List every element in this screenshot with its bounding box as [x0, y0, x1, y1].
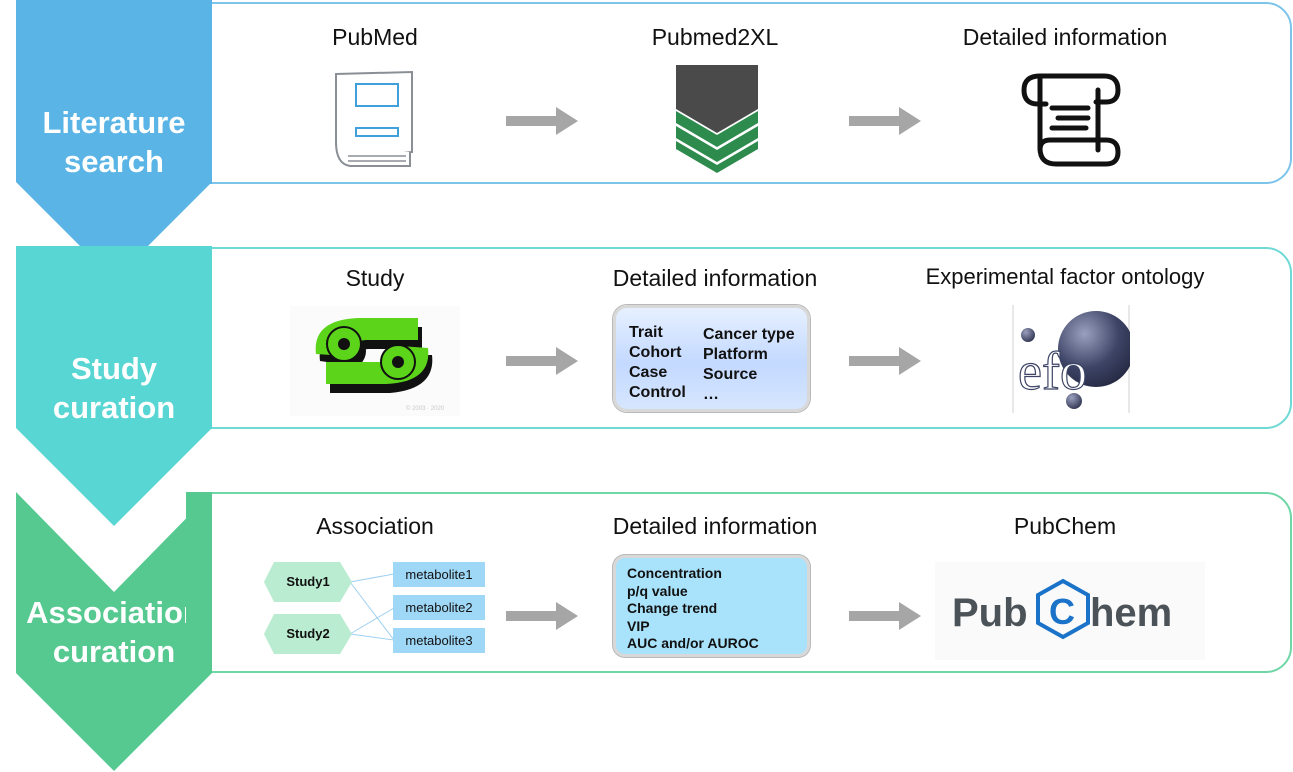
chevron-study-curation — [16, 246, 212, 526]
flow-arrow-icon — [506, 347, 578, 375]
flow-arrow-icon — [849, 347, 921, 375]
efo-logo: efo — [1012, 305, 1130, 413]
detail-item: Platform — [703, 346, 768, 363]
chevron-literature-search — [16, 0, 212, 280]
detail-item: Trait — [629, 324, 663, 341]
stage-label-line2: curation — [52, 390, 176, 425]
stage-label-line1: Literature — [42, 105, 186, 140]
metabolite2-box: metabolite2 — [393, 595, 485, 620]
step-title-pubmed2xl: Pubmed2XL — [651, 24, 779, 50]
association-diagram — [264, 562, 395, 654]
watermark-text: © 2003 · 2020 — [406, 405, 445, 412]
step-title-study: Study — [345, 265, 405, 291]
pubchem-logo: Pub C hem — [952, 578, 1172, 640]
step-title-pubchem: PubChem — [1013, 513, 1117, 539]
panel-edge-mask — [186, 2, 212, 184]
flow-arrow-icon — [506, 107, 578, 135]
detail-item: … — [703, 386, 719, 403]
pubmed2xl-icon — [676, 65, 758, 173]
detail-item: Change trend — [627, 600, 718, 616]
detail-item: Source — [703, 366, 758, 383]
detail-item: Control — [629, 384, 686, 401]
pubchem-logo-hem: hem — [1090, 591, 1172, 635]
step-title-experimental-factor-ontology: Experimental factor ontology — [925, 264, 1205, 289]
step-title-detailed-information: Detailed information — [962, 24, 1168, 50]
association-detail-list: Concentration p/q value Change trend VIP… — [627, 565, 759, 653]
study1-hexagon — [264, 562, 352, 602]
study2-label: Study2 — [286, 626, 330, 641]
stage-label-association-curation: Association curation — [14, 593, 214, 671]
detail-item: Cohort — [629, 344, 682, 361]
association-detail-box — [613, 555, 810, 657]
stage-label-line2: search — [64, 144, 164, 179]
stage-chevrons — [16, 0, 212, 771]
panel-edge-mask — [186, 247, 212, 429]
detail-item: Case — [629, 364, 668, 381]
pubchem-logo-c: C — [1049, 591, 1075, 632]
study-detail-box — [613, 305, 810, 412]
detail-item: AUC and/or AUROC — [627, 635, 759, 651]
stage-label-line1: Association — [26, 595, 202, 630]
flow-arrow-icon — [506, 602, 578, 630]
stage-label-study-curation: Study curation — [14, 349, 214, 427]
pubchem-logo-pub: Pub — [952, 591, 1028, 635]
study1-label: Study1 — [286, 574, 330, 589]
study2-hexagon — [264, 614, 352, 654]
panel-edge-mask — [186, 492, 212, 673]
study-detail-right-list: Cancer type Platform Source … — [703, 325, 795, 405]
cancer-sign-icon: © 2003 · 2020 — [290, 306, 460, 416]
step-title-association: Association — [316, 513, 434, 539]
pubchem-logo-bg — [935, 562, 1205, 660]
book-icon — [335, 70, 413, 167]
detail-item: VIP — [627, 617, 650, 634]
stage-label-literature-search: Literature search — [14, 103, 214, 181]
stage-label-line1: Study — [70, 351, 158, 386]
detail-item: Cancer type — [703, 326, 795, 343]
step-title-pubmed: PubMed — [332, 24, 418, 50]
flow-arrow-icon — [849, 602, 921, 630]
metabolite3-box: metabolite3 — [393, 628, 485, 653]
scroll-icon — [1021, 73, 1121, 167]
step-title-detailed-information: Detailed information — [612, 513, 818, 539]
chevron-association-curation — [16, 492, 212, 771]
study-detail-left-list: Trait Cohort Case Control — [629, 323, 686, 403]
efo-logo-text: efo — [1018, 341, 1087, 401]
stage-label-line2: curation — [52, 634, 176, 669]
metabolite1-box: metabolite1 — [393, 562, 485, 587]
detail-item: Concentration — [627, 565, 722, 581]
detail-item: p/q value — [627, 582, 688, 599]
flow-arrow-icon — [849, 107, 921, 135]
step-title-detailed-information: Detailed information — [612, 265, 818, 291]
